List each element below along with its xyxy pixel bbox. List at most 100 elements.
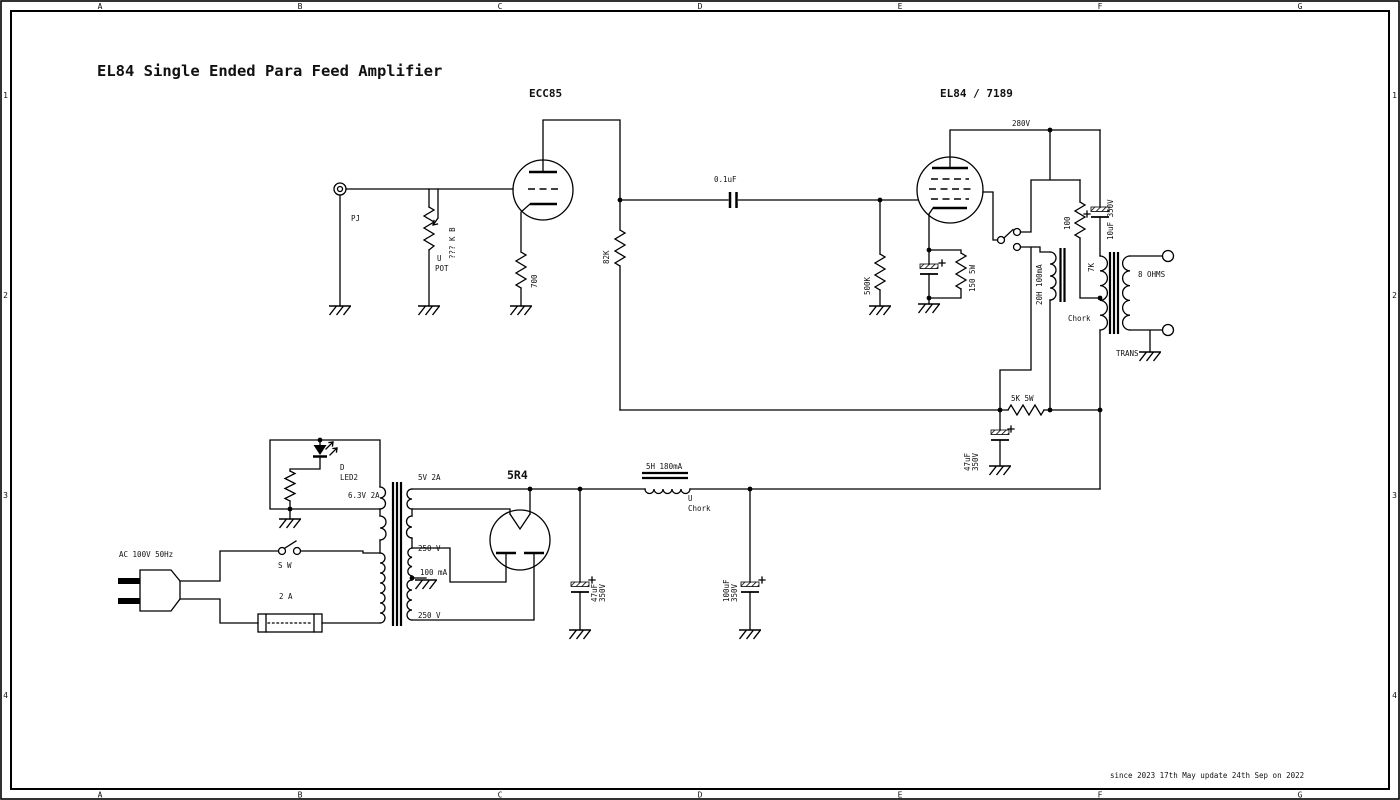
- frame-row-left: 2: [3, 291, 8, 300]
- plus-mark: [758, 576, 766, 584]
- filter-cap2: [740, 488, 766, 631]
- filter-choke-label: 5H 180mA: [646, 462, 683, 471]
- frame-col-top: A: [98, 2, 103, 11]
- ground-symbol: [509, 305, 533, 316]
- hv-winding-top: [407, 547, 413, 577]
- wiper-arrow: [432, 219, 439, 226]
- secondary-impedance-label: 8 OHMS: [1138, 270, 1166, 279]
- ground-symbol: [278, 518, 302, 529]
- led-resistor: [283, 470, 297, 502]
- output-stage: EL84 / 7189 500K 150 5W: [619, 87, 1175, 490]
- frame-col-top: F: [1098, 2, 1103, 11]
- decoupling-cap-label: 47uF: [963, 452, 972, 471]
- wire-hv-left: [411, 547, 507, 583]
- frame-col-top: C: [498, 2, 503, 11]
- input-jack: [333, 182, 347, 307]
- frame-col-bottom: G: [1298, 791, 1303, 800]
- filter-cap2-label: 100uF: [722, 579, 731, 602]
- rectifier-label: 5R4: [507, 468, 528, 482]
- heater-winding-label: 6.3V 2A: [348, 491, 380, 500]
- wire-switch-primary: [300, 550, 381, 554]
- coupling-cap: [619, 192, 919, 208]
- rectifier-heater-winding: [406, 488, 413, 510]
- output-transformer: [1097, 249, 1175, 490]
- frame-col-top: G: [1298, 2, 1303, 11]
- filter-cap2-label: 350V: [730, 583, 739, 602]
- resistor-150: [954, 252, 968, 290]
- filter-cap1-label: 47uF: [590, 583, 599, 602]
- ground-symbol: [917, 303, 941, 314]
- wire-switch-lower: [999, 246, 1051, 411]
- revision-note: since 2023 17th May update 24th Sep on 2…: [1110, 771, 1304, 780]
- wire-5v-return: [411, 508, 511, 515]
- decoupling-cap-label: 350V: [971, 452, 980, 471]
- frame-grid-labels: A B C D E F G A B C D E F G 1 2 3 4 1 2 …: [3, 2, 1397, 800]
- led-arrows: [325, 441, 338, 456]
- plus-mark: [1007, 425, 1015, 433]
- pot-value-label: ??? K B: [448, 227, 457, 259]
- tube-5r4: [411, 488, 551, 621]
- decoupling-cap: [990, 429, 1010, 441]
- resistor-500k: [873, 253, 887, 291]
- ground-symbol: [1138, 351, 1162, 362]
- wire-280v-rail: [949, 129, 1101, 169]
- resistor-700: [514, 251, 528, 289]
- frame-col-bottom: B: [298, 791, 303, 800]
- filter-choke: [644, 488, 691, 495]
- frame-row-right: 3: [1392, 491, 1397, 500]
- frame-col-bottom: E: [898, 791, 903, 800]
- frame-col-bottom: C: [498, 791, 503, 800]
- hv-current-label: 100 mA: [420, 568, 448, 577]
- filter-cap1-label: 350V: [598, 583, 607, 602]
- resistor-5k: [1007, 403, 1045, 417]
- led-ref-label: D: [340, 463, 345, 472]
- switch-arm: [1003, 228, 1014, 239]
- frame-row-left: 1: [3, 91, 8, 100]
- fuse-label: 2 A: [279, 592, 293, 601]
- plus-mark: [1083, 210, 1091, 218]
- mode-switch: [982, 191, 1022, 252]
- ground-symbol: [414, 579, 438, 590]
- grid-resistor-label: 500K: [863, 276, 872, 295]
- cathode-resistor-label: 150 5W: [968, 264, 977, 292]
- heater-winding: [379, 486, 387, 510]
- page-title: EL84 Single Ended Para Feed Amplifier: [97, 62, 442, 80]
- snubber-resistor-label: 100: [1063, 216, 1072, 230]
- hv-winding-bottom: [406, 579, 413, 621]
- bplus-rail: [411, 471, 1101, 495]
- coupling-cap-label: 0.1uF: [714, 175, 737, 184]
- power-supply: AC 100V 50Hz S W 2 A: [118, 437, 1101, 640]
- dropper-resistor-label: 5K 5W: [1011, 394, 1034, 403]
- resistor-82k: [613, 229, 627, 267]
- decoupling-rail: [619, 403, 1103, 467]
- plus-mark: [588, 576, 596, 584]
- ac-input-label: AC 100V 50Hz: [119, 550, 173, 559]
- speaker-terminal-minus: [1161, 323, 1175, 337]
- ac-plug: [118, 569, 181, 612]
- frame-col-top: B: [298, 2, 303, 11]
- frame-row-right: 2: [1392, 291, 1397, 300]
- tube-label-el84: EL84 / 7189: [940, 87, 1013, 100]
- cathode-resistor-label: 700: [530, 274, 539, 288]
- switch-arm: [284, 540, 297, 549]
- volume-pot: [422, 188, 439, 307]
- pilot-led: [269, 437, 381, 520]
- input-stage: ECC85 PJ ??? K B U POT: [328, 87, 919, 411]
- resistor-100: [1073, 201, 1087, 239]
- choke-value-label: 20H 100mA: [1035, 264, 1044, 305]
- filter-choke-name: U: [688, 494, 693, 503]
- transformer-name-label: TRANS: [1116, 349, 1139, 358]
- power-switch: [277, 540, 302, 556]
- choke-name-label: Chork: [1068, 314, 1091, 323]
- filter-cap1: [570, 488, 596, 631]
- supply-voltage-label: 280V: [1012, 119, 1031, 128]
- led-triangle: [313, 445, 327, 455]
- parafeed-cap-label: 10uF 350V: [1106, 199, 1115, 240]
- ground-symbol: [868, 305, 892, 316]
- ground-symbol: [738, 629, 762, 640]
- frame-col-bottom: A: [98, 791, 103, 800]
- switch-label: S W: [278, 561, 292, 570]
